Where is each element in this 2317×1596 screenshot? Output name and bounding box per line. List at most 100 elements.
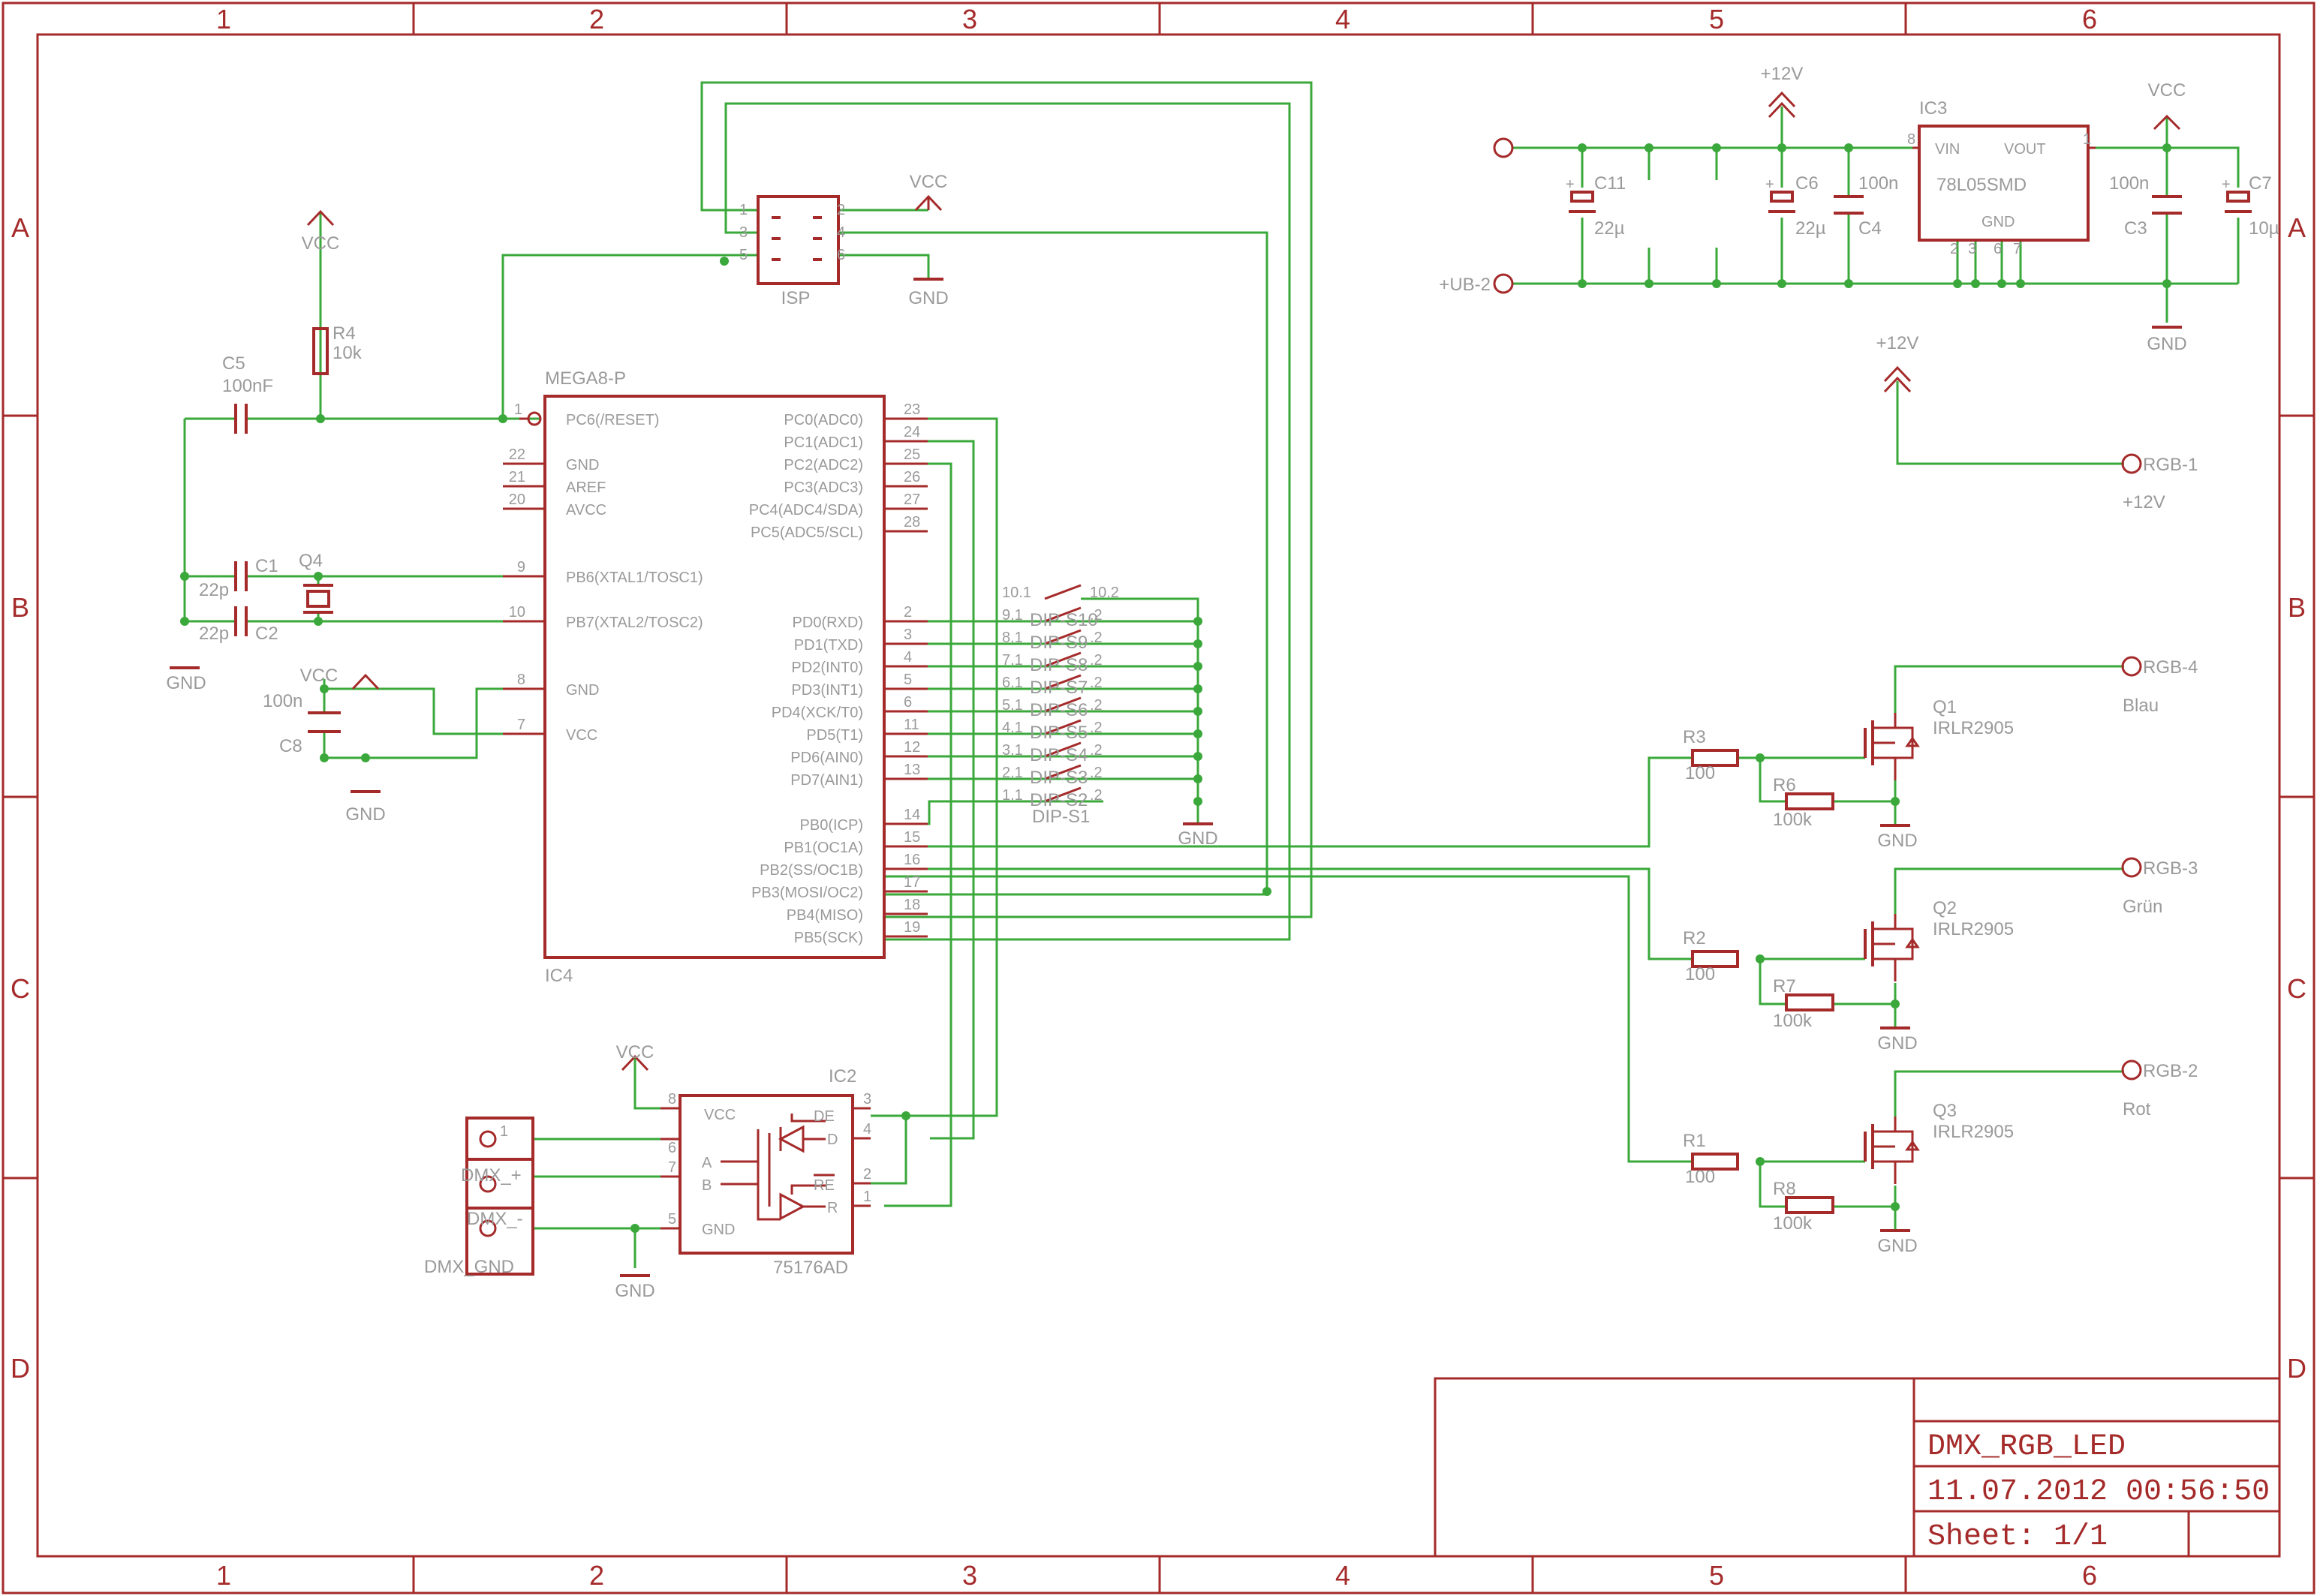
crystal-gnd-label: GND	[166, 673, 206, 693]
dip-row-right: .2	[1090, 742, 1103, 759]
c4-value: 100n	[1858, 173, 1898, 194]
ic3-gnd-pin-7: 7	[2013, 241, 2021, 257]
title-name: DMX_RGB_LED	[1927, 1430, 2126, 1464]
isp-pin-1: 1	[739, 202, 748, 218]
power-symbols: VCC GND VCC GND VCC GND GND VCC GND +12V…	[166, 64, 2186, 1301]
frame-row-d: D	[11, 1353, 30, 1384]
ic4-rpin-name: PB0(ICP)	[800, 817, 863, 834]
dip-row-name: DIP-S4	[1030, 745, 1088, 765]
c6-value: 22µ	[1795, 218, 1826, 239]
ic4-rpin-name: PD7(AIN1)	[790, 772, 863, 789]
dip-row-right: .2	[1090, 720, 1103, 736]
isp-ref: ISP	[781, 288, 811, 308]
rgb-output-label: RGB-2	[2143, 1061, 2198, 1081]
pulldown-resistor-value: 100k	[1773, 1213, 1813, 1234]
ic4-rpin-name: PD0(RXD)	[793, 615, 863, 631]
ic4-name: MEGA8-P	[545, 368, 626, 389]
ic2-value: 75176AD	[773, 1258, 848, 1278]
q3-gnd-label: GND	[1877, 1236, 1917, 1256]
ic4-rpin-name: PD1(TXD)	[794, 637, 863, 654]
gate-resistor	[1691, 749, 1739, 767]
c8-vcc-label: VCC	[300, 666, 339, 686]
c11-value: 22µ	[1594, 218, 1625, 239]
ic4-rpin-num: 15	[904, 829, 920, 846]
q2-gnd-label: GND	[1877, 1033, 1917, 1053]
ic4-rpin-name: PC3(ADC3)	[784, 479, 863, 496]
gate-resistor-value: 100	[1685, 763, 1715, 783]
ic4-rpin-num: 2	[904, 604, 912, 621]
ic4-rpin-name: PC1(ADC1)	[784, 434, 863, 451]
dmx-connector: 1 DMX_+ DMX_- DMX_GND	[424, 1117, 534, 1277]
rgb1-12v-label: +12V	[1876, 333, 1919, 353]
ic4-rpin-num: 18	[904, 897, 920, 913]
ic4-lpin-21-num: 21	[509, 469, 525, 485]
dip-row-right: .2	[1090, 630, 1103, 646]
frame-row-d-right: D	[2287, 1353, 2306, 1384]
ic2-pin4-name: D	[827, 1132, 838, 1148]
frame-col-4: 4	[1335, 4, 1350, 35]
dip-row-left: 9.1	[1002, 607, 1023, 624]
ic3-pin-vin: 8	[1907, 131, 1915, 148]
c1-value: 22p	[199, 580, 229, 600]
isp-pin-3: 3	[739, 224, 748, 241]
frame-row-b-right: B	[2288, 592, 2306, 623]
dip-row-left: 3.1	[1002, 742, 1023, 759]
ic4-rpin-num: 6	[904, 694, 912, 711]
frame-row-b: B	[11, 592, 29, 623]
q4-ref: Q4	[299, 551, 323, 571]
isp-pin-6: 6	[837, 247, 845, 263]
pulldown-resistor-ref: R7	[1773, 976, 1796, 996]
ic3-vin: VIN	[1935, 141, 1960, 158]
ic4-rpin-name: PB3(MOSI/OC2)	[751, 885, 863, 901]
dip-row-right: .2	[1090, 787, 1103, 804]
ic4-rpin-num: 13	[904, 762, 920, 778]
ic4-lpin-7-name: VCC	[566, 727, 597, 744]
ic4-right-pins: 23PC0(ADC0)24PC1(ADC1)25PC2(ADC2)26PC3(A…	[749, 401, 928, 946]
rgb1-label: RGB-1	[2143, 455, 2198, 475]
ic4-ref: IC4	[545, 966, 573, 986]
dip-row-name: DIP-S8	[1030, 655, 1088, 675]
ic4-rpin-num: 25	[904, 446, 920, 463]
ic4-rpin-num: 28	[904, 514, 920, 530]
frame-row-a-right: A	[2288, 212, 2306, 243]
ic4-mega8: MEGA8-P IC4 1 PC6(/RESET) 22 GND 21 AREF…	[503, 368, 928, 986]
ic4-rpin-num: 27	[904, 491, 920, 508]
ic3-gnd-pin-2: 2	[1950, 241, 1958, 257]
dip-switch-lever	[1044, 584, 1082, 600]
reg-vcc-label: VCC	[2148, 80, 2186, 101]
c6-plus: +	[1765, 176, 1774, 193]
c3-ref: C3	[2124, 218, 2147, 239]
wires	[183, 81, 2240, 1268]
dip-row-right: .2	[1090, 697, 1103, 714]
ic4-rpin-num: 16	[904, 852, 920, 868]
ic4-lpin-10-name: PB7(XTAL2/TOSC2)	[566, 615, 703, 631]
dip-switch-lever	[1044, 696, 1082, 713]
dip-switch-lever	[1044, 786, 1082, 803]
fet-type: IRLR2905	[1933, 919, 2014, 939]
frame-col-2-bottom: 2	[589, 1560, 604, 1591]
ic2-vcc-label: VCC	[616, 1042, 654, 1062]
ic4-rpin-num: 26	[904, 469, 920, 485]
isp-gnd-label: GND	[908, 288, 948, 308]
pulldown-resistor-ref: R6	[1773, 775, 1796, 795]
junctions	[180, 143, 2171, 1233]
gate-resistor-ref: R1	[1683, 1131, 1706, 1151]
c4-ref: C4	[1858, 218, 1882, 239]
ic4-lpin-8-name: GND	[566, 682, 599, 699]
dip-row-right: .2	[1090, 652, 1103, 669]
dmx-pin1: 1	[500, 1123, 508, 1140]
ic4-lpin-8-num: 8	[517, 672, 525, 688]
fet-type: IRLR2905	[1933, 718, 2014, 738]
frame-col-5: 5	[1709, 4, 1724, 35]
ic3-pin-vout: 1	[2083, 131, 2091, 148]
ic4-rpin-num: 3	[904, 627, 912, 643]
rgb-color-label: Rot	[2123, 1099, 2151, 1120]
dip-row-name: DIP-S5	[1030, 723, 1088, 743]
ic3-vout: VOUT	[2004, 141, 2046, 158]
frame-col-1-bottom: 1	[216, 1560, 231, 1591]
r4-vcc-label: VCC	[302, 233, 340, 254]
ic4-rpin-name: PB2(SS/OC1B)	[760, 862, 863, 879]
ic4-rpin-name: PD5(T1)	[806, 727, 863, 744]
